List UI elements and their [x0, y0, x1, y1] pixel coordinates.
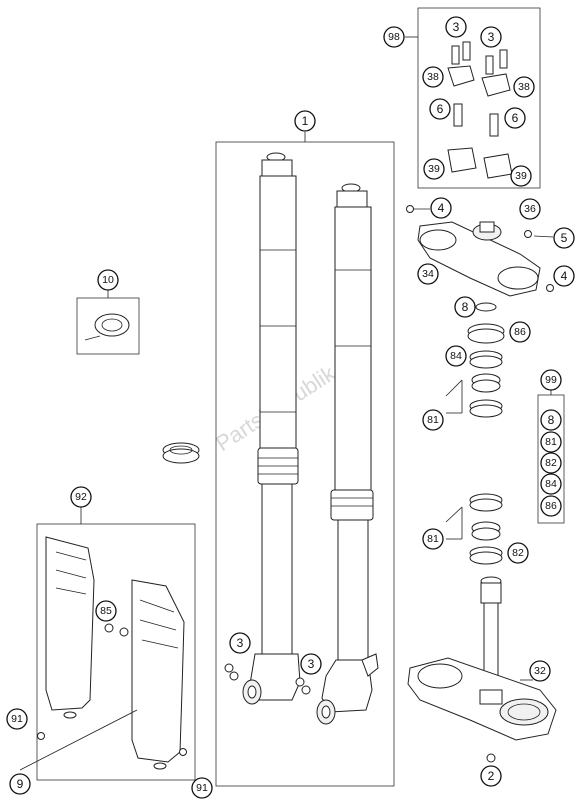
callout-3: 3 — [480, 26, 502, 48]
svg-text:81: 81 — [427, 414, 439, 426]
callout-8: 8 — [454, 296, 476, 318]
svg-text:39: 39 — [428, 163, 440, 175]
callout-99: 99 — [540, 369, 562, 391]
svg-text:34: 34 — [422, 268, 434, 280]
svg-text:36: 36 — [524, 203, 536, 215]
svg-text:98: 98 — [388, 31, 400, 43]
svg-text:86: 86 — [514, 326, 526, 338]
svg-text:4: 4 — [561, 269, 568, 283]
svg-text:81: 81 — [545, 436, 557, 448]
callout-91: 91 — [191, 777, 213, 799]
callout-84: 84 — [540, 473, 562, 495]
clamp-bolts-set — [447, 41, 513, 179]
callout-82: 82 — [507, 542, 529, 564]
svg-text:6: 6 — [512, 111, 519, 125]
svg-text:9: 9 — [17, 777, 24, 791]
callout-86: 86 — [509, 321, 531, 343]
guard-bolt — [119, 627, 129, 637]
upper-triple-clamp — [406, 205, 554, 297]
svg-text:5: 5 — [561, 231, 568, 245]
callout-81: 81 — [422, 528, 444, 550]
callout-2: 2 — [480, 765, 502, 787]
svg-text:6: 6 — [437, 102, 444, 116]
svg-text:32: 32 — [534, 665, 546, 677]
svg-text:84: 84 — [545, 478, 557, 490]
svg-text:85: 85 — [100, 605, 112, 617]
callout-4: 4 — [430, 197, 452, 219]
svg-text:91: 91 — [11, 713, 23, 725]
callout-6: 6 — [504, 107, 526, 129]
callout-91: 91 — [6, 708, 28, 730]
svg-text:3: 3 — [488, 30, 495, 44]
callout-98: 98 — [383, 26, 405, 48]
callout-3: 3 — [229, 632, 251, 654]
callout-39: 39 — [510, 165, 532, 187]
fork-guard-box — [36, 523, 196, 781]
svg-text:99: 99 — [545, 374, 557, 386]
svg-text:3: 3 — [308, 657, 315, 671]
svg-text:39: 39 — [515, 170, 527, 182]
callout-38: 38 — [513, 76, 535, 98]
svg-text:1: 1 — [302, 114, 309, 128]
part-10-clamp — [84, 313, 130, 341]
callout-10: 10 — [97, 269, 119, 291]
svg-text:81: 81 — [427, 533, 439, 545]
svg-text:82: 82 — [512, 547, 524, 559]
callout-6: 6 — [429, 98, 451, 120]
callout-81: 81 — [422, 409, 444, 431]
callout-4: 4 — [553, 265, 575, 287]
right-fork-guard — [131, 579, 185, 770]
left-fork-guard — [45, 536, 95, 719]
left-fork-leg — [242, 152, 301, 705]
callout-1: 1 — [294, 110, 316, 132]
callout-34: 34 — [417, 263, 439, 285]
svg-text:4: 4 — [438, 201, 445, 215]
fork-seal-ring — [162, 442, 200, 464]
guard-screw — [179, 748, 187, 756]
callout-85: 85 — [95, 600, 117, 622]
guard-bolt — [104, 623, 114, 633]
fork-clamp-bolts — [224, 663, 311, 695]
callout-92: 92 — [70, 486, 92, 508]
svg-text:91: 91 — [196, 782, 208, 794]
svg-text:8: 8 — [548, 413, 555, 427]
steering-bearing-stack — [467, 302, 505, 565]
callout-3: 3 — [445, 16, 467, 38]
callout-36: 36 — [519, 198, 541, 220]
callout-81: 81 — [540, 431, 562, 453]
svg-text:38: 38 — [427, 71, 439, 83]
callout-82: 82 — [540, 452, 562, 474]
svg-text:8: 8 — [462, 300, 469, 314]
callout-9: 9 — [9, 773, 31, 795]
part-98-box — [417, 7, 541, 189]
svg-text:3: 3 — [453, 20, 460, 34]
callout-39: 39 — [423, 158, 445, 180]
lower-triple-clamp — [407, 576, 557, 763]
svg-text:38: 38 — [518, 81, 530, 93]
svg-text:3: 3 — [237, 636, 244, 650]
callout-5: 5 — [553, 227, 575, 249]
callout-3: 3 — [300, 653, 322, 675]
callout-32: 32 — [529, 660, 551, 682]
callout-86: 86 — [540, 495, 562, 517]
callout-38: 38 — [422, 66, 444, 88]
guard-screw — [37, 732, 45, 740]
svg-text:2: 2 — [488, 769, 495, 783]
svg-text:86: 86 — [545, 500, 557, 512]
svg-text:84: 84 — [450, 350, 462, 362]
right-fork-leg — [316, 183, 379, 725]
svg-text:82: 82 — [545, 457, 557, 469]
svg-text:10: 10 — [102, 274, 114, 286]
callout-8: 8 — [540, 409, 562, 431]
svg-text:92: 92 — [75, 491, 87, 503]
callout-84: 84 — [445, 345, 467, 367]
